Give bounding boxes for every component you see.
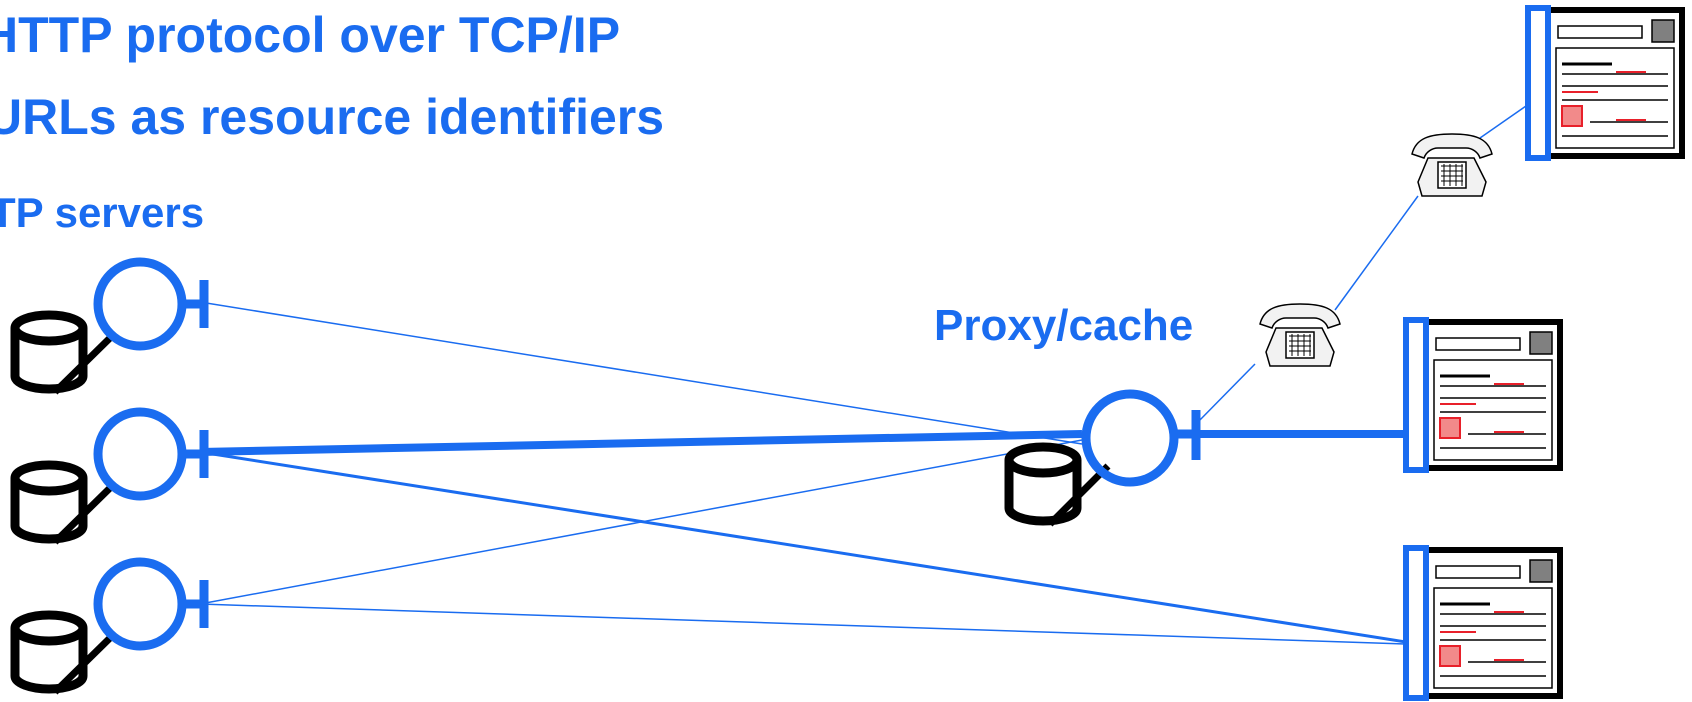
link-server2-doc3	[199, 450, 1407, 644]
link-proxy-phone	[1195, 363, 1256, 425]
connection-lines	[199, 105, 1527, 645]
proxy-cache-label: Proxy/cache	[934, 301, 1194, 350]
link-server2-proxy	[199, 430, 1083, 456]
browser-document-icon	[1406, 320, 1560, 470]
telephone-icon	[1411, 133, 1493, 197]
link-server3-proxy	[199, 439, 1083, 605]
bullet-http-protocol: HTTP protocol over TCP/IP	[0, 7, 621, 63]
link-phone-doc1	[1479, 105, 1527, 139]
link-phone-phone	[1334, 195, 1419, 311]
bullet-urls: URLs as resource identifiers	[0, 89, 665, 145]
link-server3-doc3	[199, 603, 1407, 645]
server-icon	[15, 262, 204, 392]
browser-document-icon	[1528, 8, 1682, 158]
link-server1-proxy	[199, 301, 1083, 445]
telephone-icon	[1259, 303, 1341, 367]
server-icon	[15, 412, 204, 542]
proxy-cache-icon	[1009, 389, 1201, 527]
browser-document-icon	[1406, 548, 1560, 698]
servers-label: TP servers	[0, 189, 205, 236]
server-icon	[15, 562, 204, 692]
